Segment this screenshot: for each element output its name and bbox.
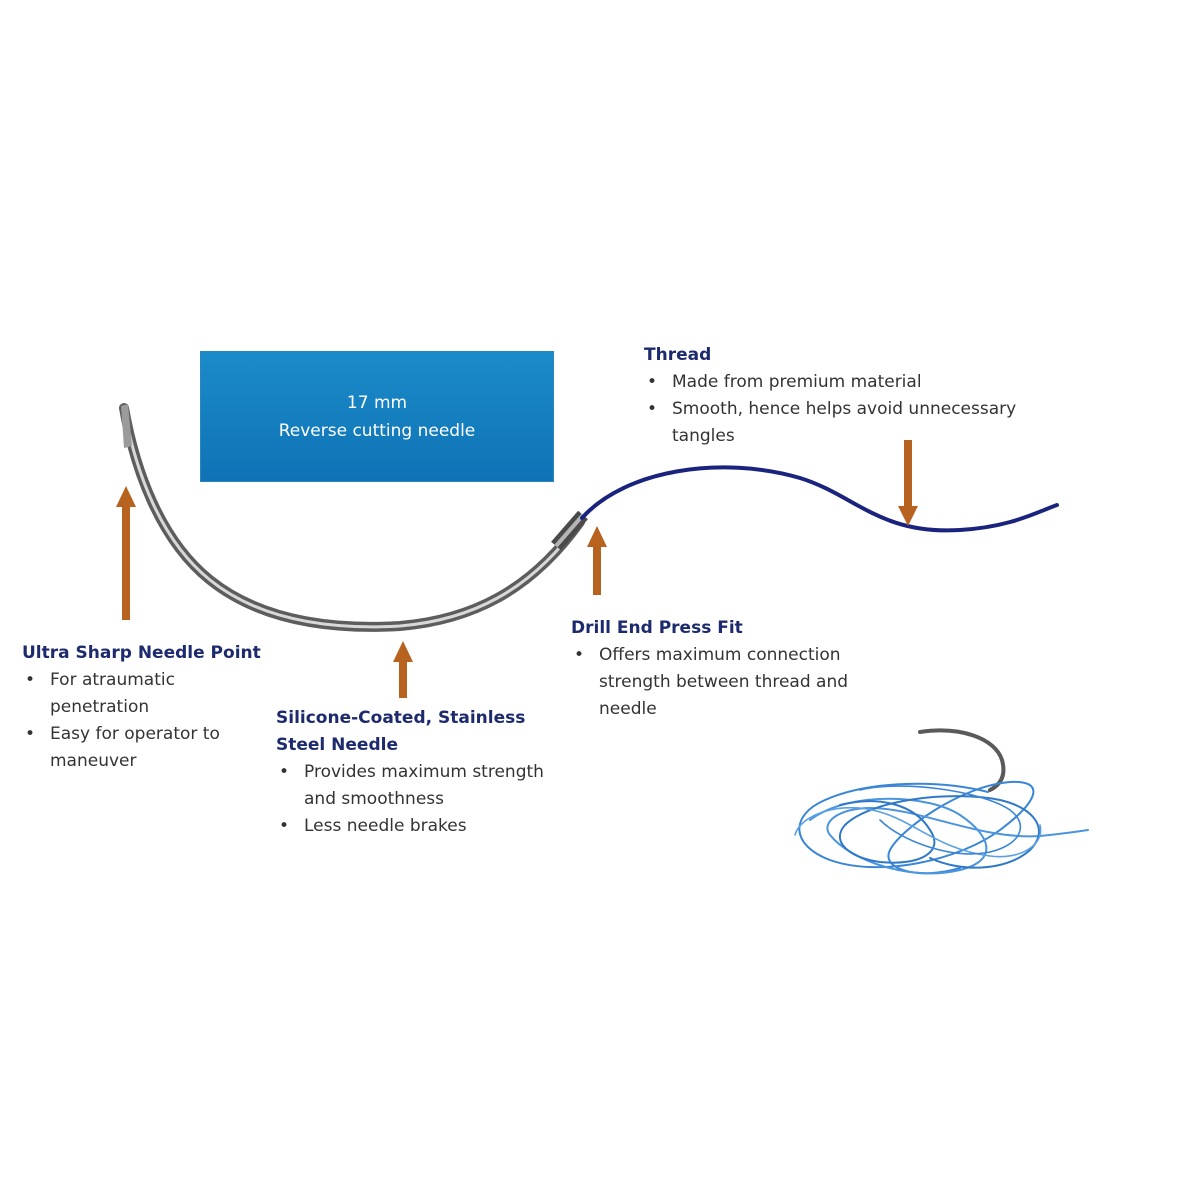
bullet-item: Easy for operator to maneuver — [22, 721, 272, 775]
bullet-item: Smooth, hence helps avoid unnecessary ta… — [644, 396, 1074, 450]
bullet-item: Provides maximum strength and smoothness — [276, 759, 576, 813]
thread-line — [580, 465, 1059, 533]
pointer-arrow — [393, 641, 413, 698]
bullet-item: Offers maximum connection strength betwe… — [571, 642, 881, 723]
callout-drill-end: Drill End Press Fit Offers maximum conne… — [571, 615, 881, 723]
callout-title: Drill End Press Fit — [571, 618, 743, 638]
callout-needle-body: Silicone-Coated, Stainless Steel Needle … — [276, 705, 576, 840]
pointer-arrow — [898, 440, 918, 526]
needle-type: Reverse cutting needle — [278, 420, 476, 441]
pointer-arrow — [587, 526, 607, 595]
callout-title: Ultra Sharp Needle Point — [22, 643, 261, 663]
callout-title: Silicone-Coated, Stainless Steel Needle — [276, 708, 526, 755]
bullet-item: Less needle brakes — [276, 813, 576, 840]
callout-title: Thread — [644, 345, 712, 365]
curved-needle-illustration — [119, 403, 588, 632]
needle-length: 17 mm — [346, 392, 408, 413]
needle-size-box: 17 mm Reverse cutting needle — [200, 351, 554, 482]
bullet-item: Made from premium material — [644, 369, 1074, 396]
pointer-arrow — [116, 486, 136, 620]
callout-thread: Thread Made from premium material Smooth… — [644, 342, 1074, 450]
bullet-item: For atraumatic penetration — [22, 667, 272, 721]
coiled-suture-illustration — [794, 728, 1089, 875]
callout-needle-point: Ultra Sharp Needle Point For atraumatic … — [22, 640, 272, 775]
